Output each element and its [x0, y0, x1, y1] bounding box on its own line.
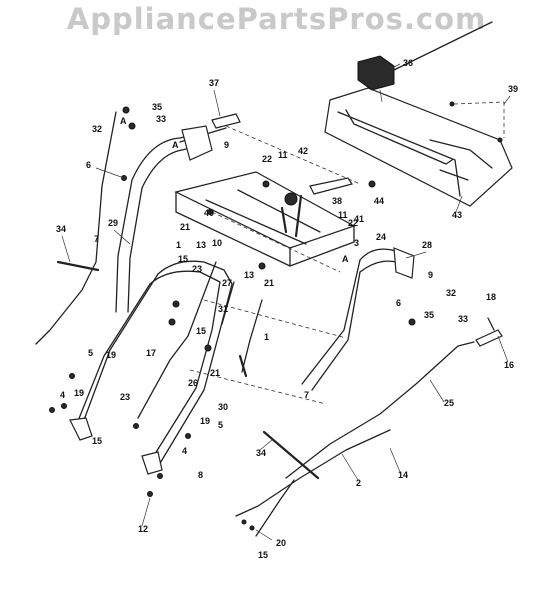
callout-6-b: 6 — [396, 298, 401, 308]
callout-3: 3 — [354, 238, 359, 248]
callout-21-b: 21 — [264, 278, 274, 288]
callout-32-b: 32 — [446, 288, 456, 298]
callout-35-b: 35 — [424, 310, 434, 320]
callout-10: 10 — [212, 238, 222, 248]
leader-lines — [61, 63, 511, 541]
cable-left — [35, 111, 117, 345]
callout-22-b: 22 — [348, 218, 358, 228]
callout-2: 2 — [356, 478, 361, 488]
callout-5-b: 5 — [218, 420, 223, 430]
callout-13-b: 13 — [244, 270, 254, 280]
lower-handle — [69, 260, 233, 475]
callout-34-b: 34 — [256, 448, 266, 458]
callout-33-b: 33 — [458, 314, 468, 324]
callout-1-a: 1 — [176, 240, 181, 250]
callout-15-b: 15 — [196, 326, 206, 336]
upper-handle-left — [115, 125, 213, 313]
callout-22: 22 — [262, 154, 272, 164]
callout-21-c: 21 — [210, 368, 220, 378]
callout-12: 12 — [138, 524, 148, 534]
callout-1-b: 1 — [264, 332, 269, 342]
pin-34-left — [56, 260, 100, 272]
callout-19-a: 19 — [106, 350, 116, 360]
callout-14: 14 — [398, 470, 408, 480]
callout-34-left: 34 — [56, 224, 66, 234]
callout-23-b: 23 — [120, 392, 130, 402]
callout-7-b: 7 — [304, 390, 309, 400]
control-panel-housing — [324, 87, 513, 207]
callout-30: 30 — [218, 402, 228, 412]
callout-43: 43 — [452, 210, 462, 220]
callout-5-a: 5 — [88, 348, 93, 358]
callout-4-b: 4 — [182, 446, 187, 456]
callout-27: 27 — [222, 278, 232, 288]
callout-44: 44 — [374, 196, 384, 206]
callout-a-2: A — [172, 140, 179, 150]
callout-33: 33 — [156, 114, 166, 124]
light-assembly — [357, 21, 493, 103]
callout-7-a: 7 — [94, 234, 99, 244]
callout-42: 42 — [298, 146, 308, 156]
cables-right — [235, 317, 503, 537]
callout-8: 8 — [198, 470, 203, 480]
callout-41: 41 — [354, 214, 364, 224]
callout-labels: 37 36 39 35 32 A 33 A 9 6 22 11 42 44 38… — [56, 58, 518, 560]
callout-15-a: 15 — [178, 254, 188, 264]
callout-13-a: 13 — [196, 240, 206, 250]
callout-26: 26 — [188, 378, 198, 388]
callout-a-3: A — [342, 254, 349, 264]
callout-35: 35 — [152, 102, 162, 112]
callout-23-a: 23 — [192, 264, 202, 274]
callout-21-a: 21 — [180, 222, 190, 232]
callout-15-d: 15 — [258, 550, 268, 560]
callout-4-a: 4 — [60, 390, 65, 400]
callout-36: 36 — [403, 58, 413, 68]
callout-28: 28 — [422, 240, 432, 250]
callout-11-b: 11 — [338, 210, 348, 220]
callout-38: 38 — [332, 196, 342, 206]
callout-9: 9 — [224, 140, 229, 150]
callout-25: 25 — [444, 398, 454, 408]
callout-32: 32 — [92, 124, 102, 134]
callout-15-c: 15 — [92, 436, 102, 446]
callout-16: 16 — [504, 360, 514, 370]
callout-39: 39 — [508, 84, 518, 94]
callout-24: 24 — [376, 232, 386, 242]
callout-18: 18 — [486, 292, 496, 302]
callout-19-c: 19 — [200, 416, 210, 426]
callout-40: 40 — [204, 208, 214, 218]
callout-31: 31 — [218, 304, 228, 314]
callout-19-b: 19 — [74, 388, 84, 398]
upper-handle-right — [301, 247, 415, 391]
hardware — [49, 101, 503, 531]
callout-a-1: A — [120, 116, 127, 126]
watermark: AppliancePartsPros.com — [66, 2, 487, 36]
dash-panel — [174, 171, 356, 267]
alignment-lines — [189, 101, 505, 405]
center-rods — [137, 261, 263, 419]
callout-37: 37 — [209, 78, 219, 88]
callout-20: 20 — [276, 538, 286, 548]
callout-9-b: 9 — [428, 270, 433, 280]
callout-11: 11 — [278, 150, 288, 160]
callout-17: 17 — [146, 348, 156, 358]
callout-6: 6 — [86, 160, 91, 170]
callout-29: 29 — [108, 218, 118, 228]
